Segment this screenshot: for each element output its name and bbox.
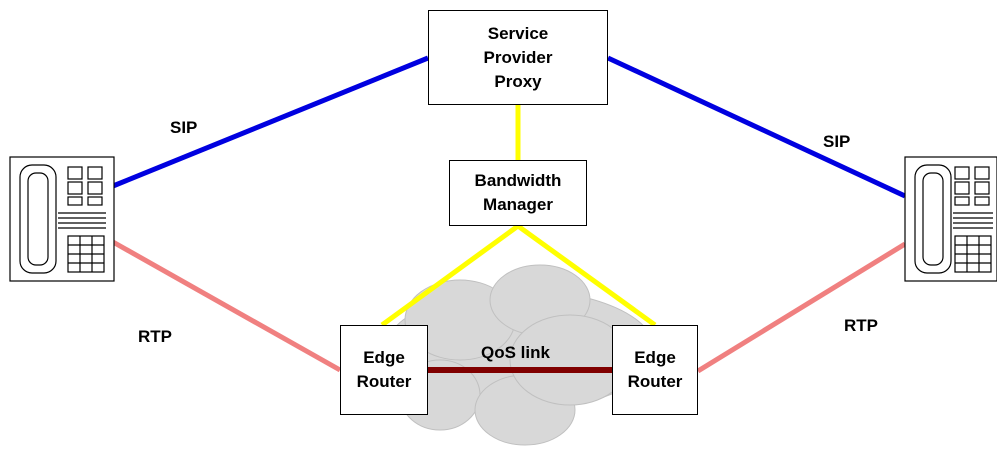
sip-label-left: SIP — [170, 118, 198, 137]
sip-label-right: SIP — [823, 132, 851, 151]
rtp-link-left — [111, 239, 342, 373]
phone-icon-left — [9, 156, 115, 282]
bandwidth-manager: Bandwidth Manager — [449, 160, 587, 226]
bandwidth-manager-label: Bandwidth Manager — [474, 171, 562, 214]
sip-link-right — [606, 55, 907, 199]
edge-router-right: Edge Router — [612, 325, 698, 415]
qos-link-label: QoS link — [481, 343, 550, 362]
sip-link-left — [112, 55, 429, 189]
bw-edge-left-link — [380, 223, 520, 328]
proxy-label: Service Provider Proxy — [483, 23, 553, 91]
edge-router-right-label: Edge Router — [627, 348, 683, 391]
bw-edge-right-link — [516, 223, 657, 328]
rtp-label-right: RTP — [844, 316, 878, 335]
edge-router-left: Edge Router — [340, 325, 428, 415]
edge-router-left-label: Edge Router — [356, 348, 412, 391]
service-provider-proxy: Service Provider Proxy — [428, 10, 608, 105]
rtp-label-left: RTP — [138, 327, 172, 346]
rtp-link-right — [696, 241, 907, 374]
phone-icon-right — [904, 156, 997, 282]
